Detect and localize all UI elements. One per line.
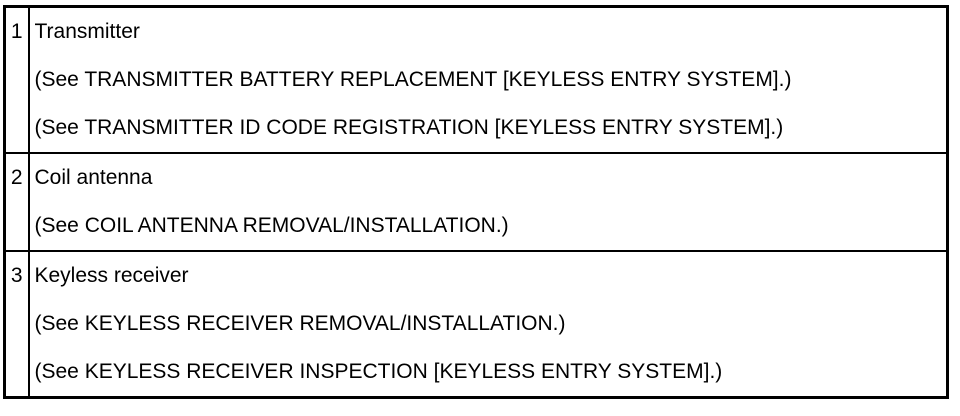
reference-link: (See COIL ANTENNA REMOVAL/INSTALLATION.) (34, 214, 509, 237)
item-title: Keyless receiver (34, 264, 189, 287)
item-content: Coil antenna (See COIL ANTENNA REMOVAL/I… (28, 152, 948, 252)
table-row: 1 Transmitter (See TRANSMITTER BATTERY R… (4, 6, 948, 154)
reference-link: (See TRANSMITTER BATTERY REPLACEMENT [KE… (34, 68, 792, 91)
parts-table: 1 Transmitter (See TRANSMITTER BATTERY R… (3, 5, 949, 399)
item-number: 2 (4, 152, 30, 252)
item-content: Keyless receiver (See KEYLESS RECEIVER R… (28, 250, 948, 398)
reference-link: (See KEYLESS RECEIVER REMOVAL/INSTALLATI… (34, 312, 566, 335)
item-title: Coil antenna (34, 166, 153, 189)
reference-link: (See TRANSMITTER ID CODE REGISTRATION [K… (34, 116, 784, 139)
table-row: 2 Coil antenna (See COIL ANTENNA REMOVAL… (4, 152, 948, 252)
item-number: 3 (4, 250, 30, 398)
reference-link: (See KEYLESS RECEIVER INSPECTION [KEYLES… (34, 360, 723, 383)
item-title: Transmitter (34, 20, 140, 43)
table-row: 3 Keyless receiver (See KEYLESS RECEIVER… (4, 250, 948, 398)
item-number: 1 (4, 6, 30, 154)
item-content: Transmitter (See TRANSMITTER BATTERY REP… (28, 6, 948, 154)
